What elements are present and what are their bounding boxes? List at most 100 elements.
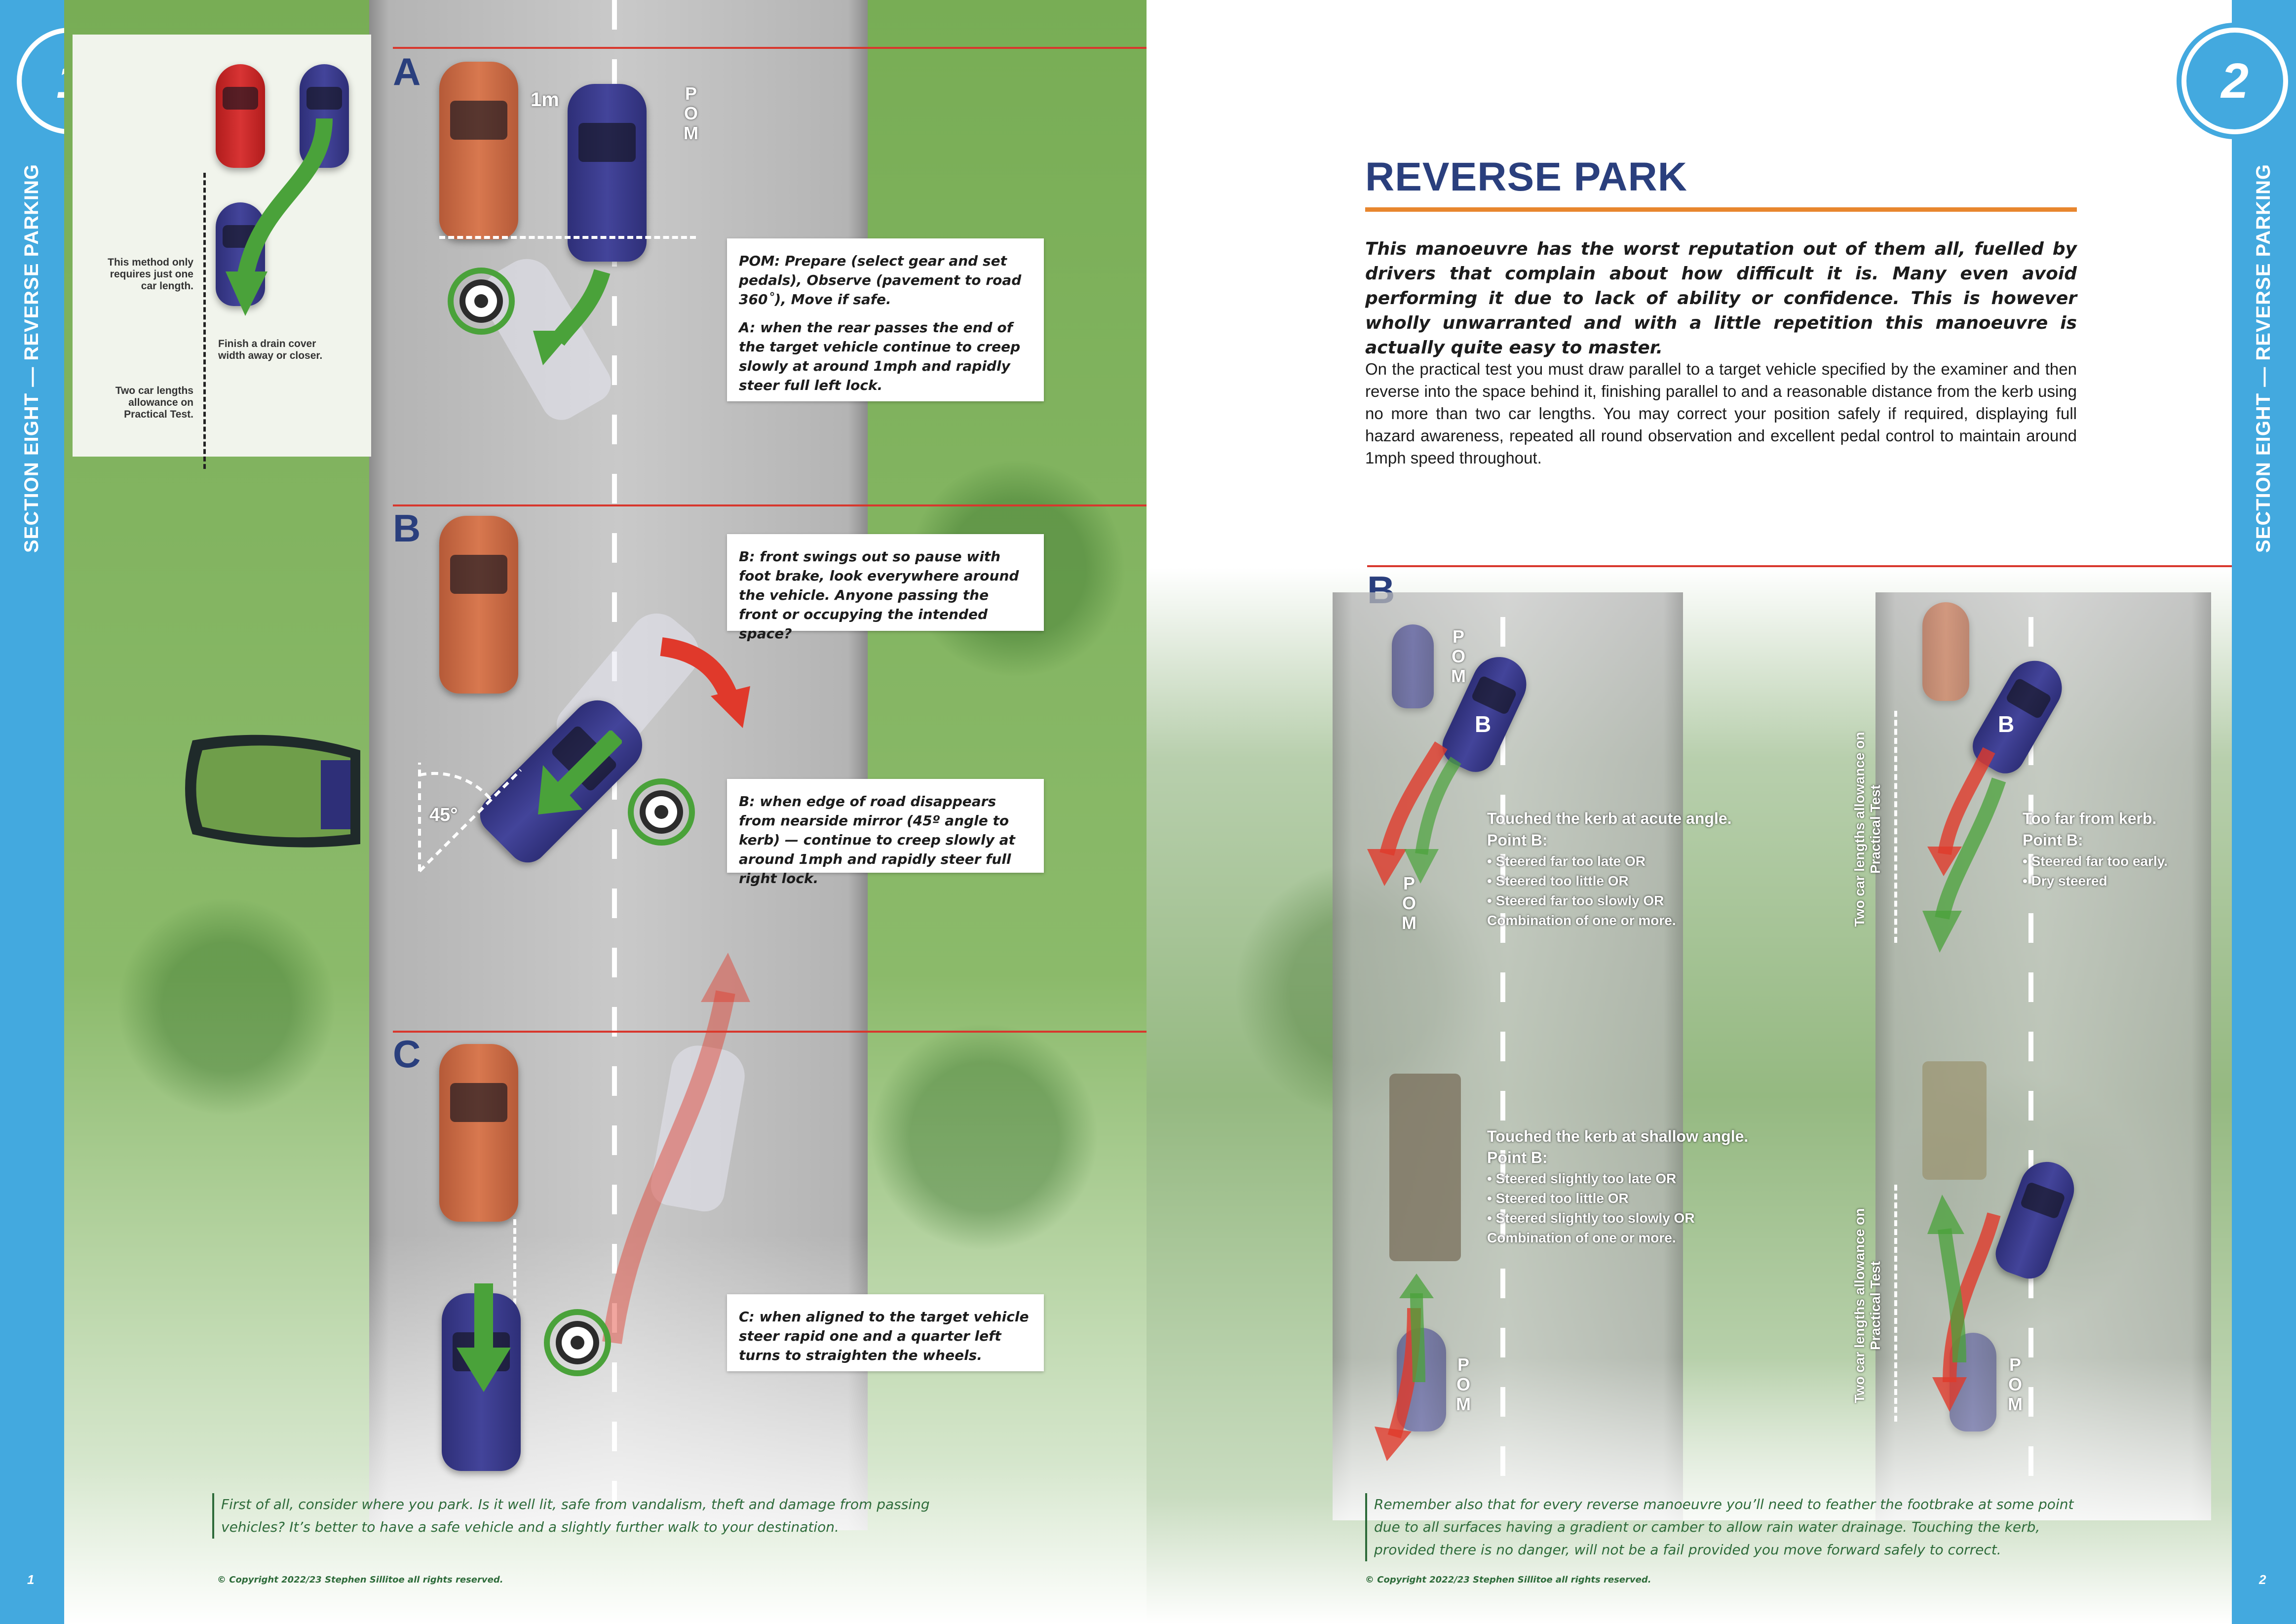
pom-m: M (684, 123, 698, 143)
allowance-line-1 (1894, 711, 1897, 943)
intro-paragraph: This manoeuvre has the worst reputation … (1365, 239, 2077, 358)
inset-note-finish: Finish a drain cover width away or close… (218, 338, 323, 361)
step-c-letter: C (393, 1032, 421, 1076)
body-paragraph: On the practical test you must draw para… (1365, 360, 2077, 467)
footer-left: First of all, consider where you park. I… (212, 1493, 942, 1539)
road-fade-right (1333, 1357, 2211, 1520)
pom-o: O (1451, 646, 1465, 666)
step-a-divider (393, 47, 1147, 49)
inset-diagram: This method only requires just one car l… (73, 35, 371, 469)
list-item: • Steered slightly too late OR (1487, 1171, 1677, 1186)
allowance-label-2: Two car lengths allowance on Practical T… (1852, 1208, 1883, 1403)
note-a-text: A: when the rear passes the end of the t… (739, 319, 1021, 393)
arrow-icon (1367, 741, 1461, 886)
angle-guide (418, 763, 522, 873)
arrow-icon (1922, 747, 2006, 953)
car-marker-2: B (1998, 711, 2015, 737)
fault-too-far-title: Too far from kerb. (2023, 810, 2157, 827)
pom-o: O (2008, 1374, 2022, 1394)
section-label-left: SECTION EIGHT — REVERSE PARKING (21, 163, 42, 553)
allowance-line-2 (1894, 1185, 1897, 1422)
fault-shallow-subtitle: Point B: (1487, 1149, 1548, 1166)
learner-car-a (568, 84, 647, 262)
pom-label-1a: P O M (1449, 627, 1468, 686)
list-item: • Steered far too slowly OR (1487, 893, 1664, 908)
arrow-icon (602, 953, 750, 1344)
pom-label-1b: P O M (1399, 874, 1419, 933)
road-right-2-centre (2028, 617, 2033, 1486)
arrow-icon (533, 269, 611, 365)
inset-arrow-icon (226, 118, 333, 316)
page-badge-right: 2 (2181, 28, 2288, 134)
parked-car-1 (1392, 624, 1434, 708)
copyright-right: © Copyright 2022/23 Stephen Sillitoe all… (1365, 1575, 1651, 1585)
list-item: Combination of one or more. (1487, 1230, 1676, 1245)
note-pom: POM: Prepare (select gear and set pedals… (727, 238, 1044, 401)
arrow-icon (1375, 1274, 1434, 1461)
pom-m: M (1456, 1394, 1471, 1414)
title-rule (1365, 207, 2077, 212)
pom-o: O (1402, 893, 1416, 913)
angle-label: 45° (429, 805, 458, 825)
pom-o: O (1456, 1374, 1470, 1394)
step-b-letter: B (393, 506, 421, 550)
note-c: C: when aligned to the target vehicle st… (727, 1294, 1044, 1371)
pom-p: P (685, 83, 697, 104)
pom-p: P (1457, 1354, 1469, 1375)
arrow-icon (538, 731, 622, 814)
steering-wheel-icon (628, 778, 695, 846)
list-item: • Dry steered (2023, 873, 2107, 889)
arrow-icon (660, 637, 750, 728)
page-badge-number: 2 (2221, 53, 2249, 109)
fault-shallow-list: • Steered slightly too late OR • Steered… (1487, 1169, 1695, 1248)
pom-o: O (684, 103, 698, 123)
copyright-left: © Copyright 2022/23 Stephen Sillitoe all… (217, 1575, 503, 1585)
steering-wheel-icon (448, 268, 515, 335)
parked-car-2 (1922, 602, 1969, 701)
page-number-left: 1 (27, 1572, 35, 1587)
target-car-a (439, 62, 518, 239)
car-marker-1: B (1475, 711, 1492, 737)
pom-m: M (1402, 913, 1416, 933)
gap-label: 1m (531, 89, 559, 111)
fault-acute-list: • Steered far too late OR • Steered too … (1487, 851, 1676, 930)
list-item: • Steered too little OR (1487, 873, 1629, 889)
pom-m: M (2008, 1394, 2023, 1414)
alignment-line-a (439, 236, 696, 239)
page-title: REVERSE PARK (1365, 155, 1687, 199)
inset-note-two-lengths: Two car lengths allowance on Practical T… (115, 385, 193, 420)
pom-m: M (1451, 666, 1466, 686)
list-item: • Steered slightly too slowly OR (1487, 1210, 1695, 1226)
left-sidebar: SECTION EIGHT — REVERSE PARKING 1 (0, 0, 64, 1624)
note-pom-text: POM: Prepare (select gear and set pedals… (739, 253, 1022, 308)
section-label-right: SECTION EIGHT — REVERSE PARKING (2253, 163, 2274, 553)
pom-p: P (1452, 626, 1464, 647)
note-b-mirror: B: when edge of road disappears from nea… (727, 779, 1044, 887)
list-item: • Steered too little OR (1487, 1191, 1629, 1206)
step-b-divider (393, 504, 1147, 506)
target-car-c (439, 1044, 518, 1222)
inset-red-car (216, 64, 265, 168)
parked-truck-2 (1922, 1061, 1987, 1180)
road-right-1-centre (1500, 617, 1505, 1486)
side-mirror-icon (185, 735, 360, 848)
pom-p: P (1403, 873, 1415, 893)
note-b-pause-text: B: front swings out so pause with foot b… (739, 548, 1019, 642)
fault-too-far-subtitle: Point B: (2023, 831, 2083, 849)
inset-note-method: This method only requires just one car l… (108, 257, 193, 292)
note-b-mirror-text: B: when edge of road disappears from nea… (739, 793, 1015, 887)
footer-right: Remember also that for every reverse man… (1365, 1493, 2095, 1561)
fault-acute-subtitle: Point B: (1487, 831, 1548, 849)
step-c-divider (393, 1031, 1147, 1033)
fault-too-far-list: • Steered far too early. • Dry steered (2023, 851, 2168, 891)
right-sidebar: SECTION EIGHT — REVERSE PARKING 2 (2232, 0, 2296, 1624)
pom-label-3: P O M (1454, 1355, 1473, 1414)
pom-label-4: P O M (2005, 1355, 2025, 1414)
inset-dimension-line (203, 173, 206, 469)
arrow-icon (457, 1283, 511, 1392)
parked-truck (1389, 1074, 1461, 1261)
list-item: • Steered far too early. (2023, 853, 2168, 869)
steering-wheel-icon (544, 1309, 611, 1376)
note-c-text: C: when aligned to the target vehicle st… (739, 1309, 1029, 1363)
pom-p: P (2009, 1354, 2021, 1375)
